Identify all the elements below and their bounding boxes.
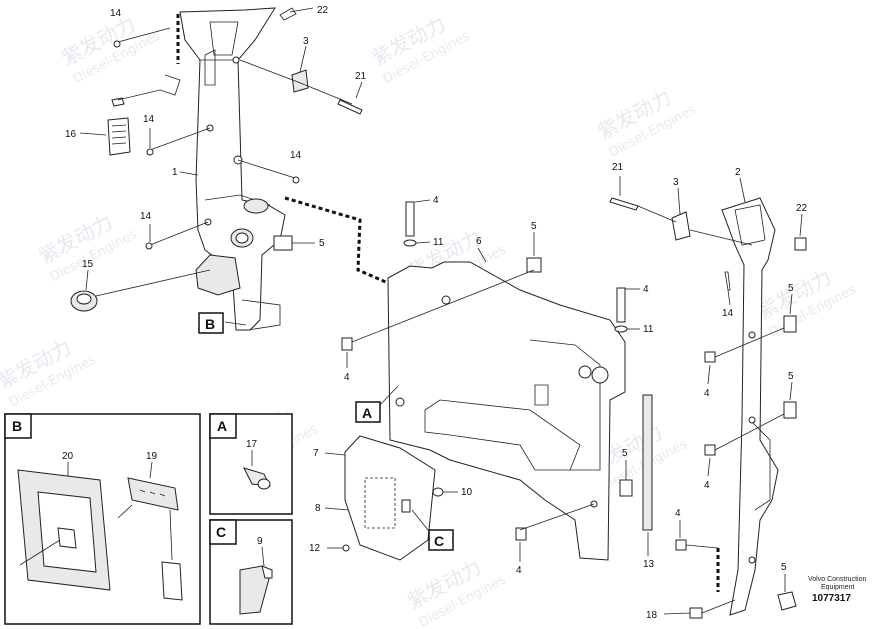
callout-3: 3 (303, 36, 309, 47)
latch-part-9 (239, 565, 271, 615)
callout-12: 12 (309, 543, 321, 554)
footer-line-2: Equipment (821, 584, 855, 591)
screw-part-18 (689, 607, 703, 619)
callout-5: 5 (319, 238, 325, 249)
callout-4: 4 (704, 480, 710, 491)
callout-14: 14 (143, 114, 155, 125)
svg-text:C: C (434, 533, 444, 549)
callout-21: 21 (355, 71, 367, 82)
screw-part-14 (724, 271, 731, 291)
callout-16: 16 (65, 129, 77, 140)
screw-part-14 (292, 176, 300, 184)
callout-22: 22 (796, 203, 808, 214)
detail-box-a: A 17 (209, 413, 293, 515)
bracket-part-3 (671, 211, 691, 241)
washer-part-11 (614, 325, 628, 333)
svg-text:A: A (217, 418, 227, 434)
callout-1: 1 (172, 167, 178, 178)
svg-text:C: C (216, 524, 226, 540)
section-label-c: C (428, 529, 454, 551)
callout-14: 14 (140, 211, 152, 222)
cover-part-7 (344, 435, 436, 561)
callouts: 14 22 3 21 16 14 14 1 14 5 15 4 11 6 5 4… (65, 5, 808, 621)
callout-13: 13 (643, 559, 655, 570)
clip-part-5 (526, 257, 542, 273)
callout-5: 5 (788, 283, 794, 294)
clip-part-5 (777, 591, 797, 611)
callout-22: 22 (317, 5, 329, 16)
dashed-guide (284, 196, 396, 288)
clip-part-22 (794, 237, 807, 251)
callout-6: 6 (476, 236, 482, 247)
screw-part-4 (704, 351, 716, 363)
clip-part-5 (783, 401, 797, 419)
detail-box-c: C 9 (209, 519, 293, 625)
callout-2: 2 (735, 167, 741, 178)
screw-part-4 (616, 287, 626, 323)
svg-text:B: B (205, 316, 215, 332)
detail-box-b: B 20 19 (4, 413, 201, 625)
washer-part-11 (403, 239, 417, 247)
svg-text:A: A (362, 405, 372, 421)
callout-14: 14 (110, 8, 122, 19)
bracket-part-16 (107, 97, 131, 156)
callout-21: 21 (612, 162, 624, 173)
callout-20: 20 (62, 451, 74, 462)
screw-part-4 (515, 527, 527, 541)
callout-18: 18 (646, 610, 658, 621)
footer-line-1: Volvo Construction (808, 576, 866, 583)
callout-19: 19 (146, 451, 158, 462)
callout-8: 8 (315, 503, 321, 514)
screw-part-14 (113, 40, 121, 48)
screw-part-4 (704, 444, 716, 456)
screw-part-12 (342, 544, 350, 552)
callout-14: 14 (722, 308, 734, 319)
callout-15: 15 (82, 259, 94, 270)
leader-line (117, 74, 181, 101)
callout-9: 9 (257, 536, 263, 547)
section-label-a: A (355, 401, 381, 423)
callout-11: 11 (643, 324, 654, 335)
pillar-right-part (721, 197, 779, 616)
switch-part-19 (127, 477, 179, 511)
callout-17: 17 (246, 439, 258, 450)
callout-7: 7 (313, 448, 319, 459)
leader-lines (79, 7, 803, 615)
screw-part-4 (405, 201, 415, 237)
callout-11: 11 (433, 237, 444, 248)
callout-4: 4 (675, 508, 681, 519)
screw-part-4 (675, 539, 687, 551)
callout-4: 4 (704, 388, 710, 399)
screw-part-14 (146, 148, 154, 156)
callout-5: 5 (531, 221, 537, 232)
callout-5: 5 (781, 562, 787, 573)
knob-part-15 (70, 290, 98, 312)
clip-part-5 (273, 235, 293, 251)
callout-10: 10 (461, 487, 473, 498)
callout-14: 14 (290, 150, 302, 161)
clip-part-5 (619, 479, 633, 497)
callout-4: 4 (643, 284, 649, 295)
pillar-left-part (179, 7, 297, 331)
clip-part-5 (783, 315, 797, 333)
panel-part-6 (387, 261, 626, 561)
screw-part-21 (337, 99, 363, 115)
callout-4: 4 (516, 565, 522, 576)
callout-5: 5 (788, 371, 794, 382)
callout-5: 5 (622, 448, 628, 459)
svg-text:B: B (12, 418, 22, 434)
callout-4: 4 (433, 195, 439, 206)
footer-code: 1077317 (812, 593, 851, 604)
screw-part-21 (609, 197, 639, 211)
screw-part-14 (145, 242, 153, 250)
callout-3: 3 (673, 177, 679, 188)
strip-part-13 (642, 394, 653, 531)
washer-part-10 (432, 487, 444, 497)
bracket-part-3 (291, 69, 309, 93)
footer-label: Volvo Construction Equipment 1077317 (808, 576, 866, 604)
screw-part-4 (341, 337, 353, 351)
callout-4: 4 (344, 372, 350, 383)
section-label-b: B (198, 312, 224, 334)
